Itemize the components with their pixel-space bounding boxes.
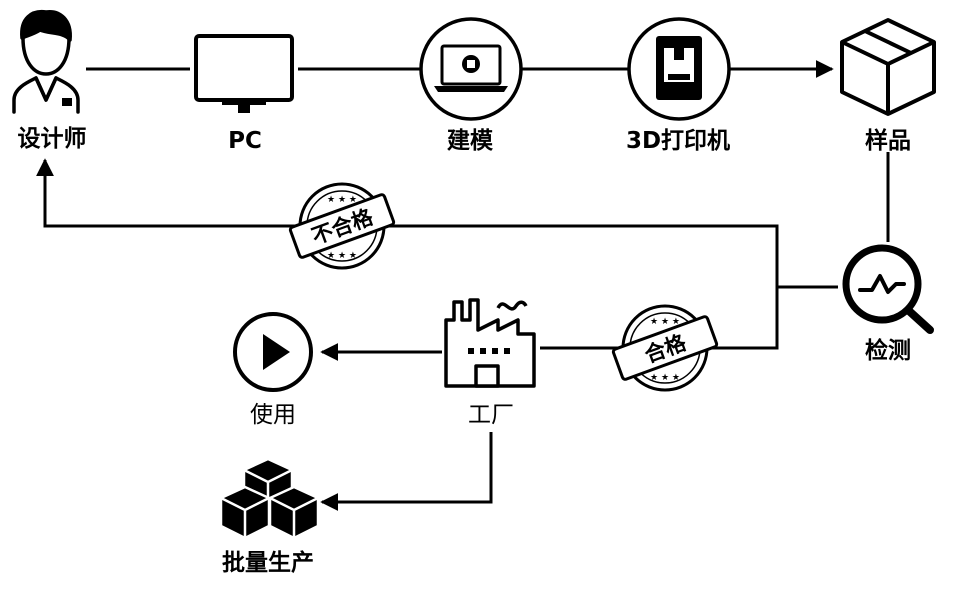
mass-production-cubes-icon: [219, 457, 320, 540]
designer-icon: [12, 9, 80, 114]
pass-stamp-stars-top: ★ ★ ★: [650, 317, 680, 327]
factory-icon: [444, 298, 536, 388]
fail-stamp-stars-top: ★ ★ ★: [327, 195, 357, 205]
sample-box-icon: [840, 18, 936, 116]
printer-3d-icon: [627, 17, 731, 121]
modeling-laptop-icon: [419, 17, 523, 121]
inspection-label: 检测: [865, 338, 911, 364]
fail-stamp-stars-bottom: ★ ★ ★: [327, 251, 357, 261]
factory-label: 工厂: [468, 402, 514, 428]
designer-label: 设计师: [17, 126, 87, 152]
pass-stamp-stars-bottom: ★ ★ ★: [650, 373, 680, 383]
connector-factory-production: [320, 432, 493, 511]
mass-production-label: 批量生产: [222, 550, 314, 576]
sample-label: 样品: [865, 128, 911, 154]
inspection-magnifier-icon: [842, 244, 934, 334]
pc-label: PC: [228, 128, 262, 154]
pc-monitor-icon: [194, 34, 294, 113]
modeling-label: 建模: [447, 128, 493, 154]
printer-label: 3D打印机: [625, 128, 731, 154]
pass-stamp: 合格 ★ ★ ★ ★ ★ ★: [611, 304, 719, 392]
fail-stamp: 不合格 ★ ★ ★ ★ ★ ★: [288, 182, 396, 270]
use-label: 使用: [250, 402, 296, 428]
use-play-icon: [233, 312, 313, 392]
connectors: [36, 60, 890, 511]
connector-fail-return: [36, 158, 779, 287]
